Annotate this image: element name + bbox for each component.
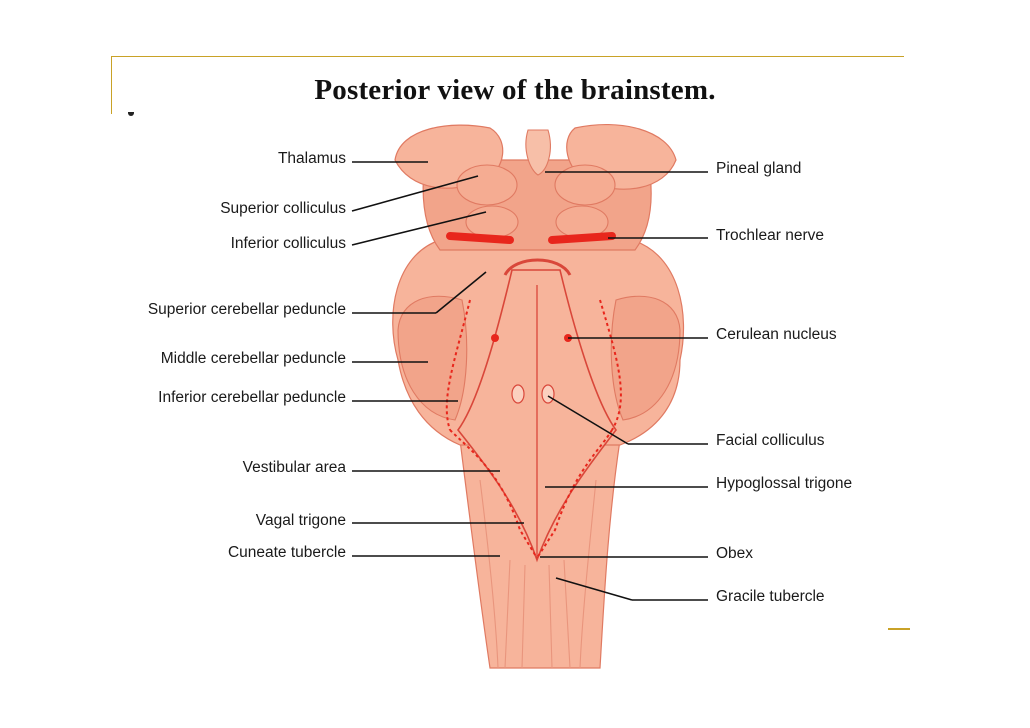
label-inferior-colliculus: Inferior colliculus bbox=[231, 235, 347, 252]
leader-inferior-colliculus bbox=[351, 211, 487, 246]
trochlear-nerve-left bbox=[446, 232, 514, 244]
slide-title: Posterior view of the brainstem. bbox=[314, 74, 716, 106]
label-inferior-cerebellar-peduncle: Inferior cerebellar peduncle bbox=[158, 389, 346, 406]
tubercle-ridges bbox=[479, 479, 597, 669]
frame-left-line bbox=[111, 56, 112, 114]
label-gracile-tubercle: Gracile tubercle bbox=[716, 588, 825, 605]
dotted-side-right bbox=[599, 299, 622, 431]
label-trochlear-nerve: Trochlear nerve bbox=[716, 227, 824, 244]
leader-lines bbox=[351, 161, 708, 601]
cerulean-nucleus-left bbox=[491, 334, 499, 342]
leader-superior-cerebellar-peduncle-diag bbox=[435, 271, 487, 314]
leader-facial-colliculus-diag bbox=[547, 395, 629, 445]
label-obex: Obex bbox=[716, 545, 753, 562]
label-vestibular-area: Vestibular area bbox=[243, 459, 347, 476]
frame-top-line bbox=[111, 56, 904, 57]
facial-colliculus-left bbox=[511, 384, 525, 404]
label-cuneate-tubercle: Cuneate tubercle bbox=[228, 544, 346, 561]
leader-gracile-tubercle-diag bbox=[555, 577, 633, 601]
dotted-boundary-right bbox=[536, 429, 613, 559]
inferior-colliculus-left bbox=[465, 205, 519, 239]
label-pineal-gland: Pineal gland bbox=[716, 160, 801, 177]
label-cerulean-nucleus: Cerulean nucleus bbox=[716, 326, 837, 343]
facial-colliculus-right bbox=[541, 384, 555, 404]
frame-bottom-right-line bbox=[888, 628, 910, 630]
trochlear-nerve-right bbox=[548, 232, 616, 244]
label-hypoglossal-trigone: Hypoglossal trigone bbox=[716, 475, 852, 492]
superior-colliculus-left bbox=[456, 164, 518, 206]
slide-bullet bbox=[128, 112, 134, 116]
label-superior-colliculus: Superior colliculus bbox=[220, 200, 346, 217]
middle-cerebellar-peduncle-right bbox=[610, 295, 681, 421]
label-middle-cerebellar-peduncle: Middle cerebellar peduncle bbox=[161, 350, 346, 367]
middle-cerebellar-peduncle-left bbox=[397, 295, 468, 421]
label-facial-colliculus: Facial colliculus bbox=[716, 432, 825, 449]
brainstem-illustration bbox=[392, 123, 685, 669]
velum-arch bbox=[503, 258, 572, 276]
labels-left: Thalamus Superior colliculus Inferior co… bbox=[148, 150, 347, 561]
label-superior-cerebellar-peduncle: Superior cerebellar peduncle bbox=[148, 301, 346, 318]
label-thalamus: Thalamus bbox=[278, 150, 346, 167]
superior-colliculus-right bbox=[554, 164, 616, 206]
label-vagal-trigone: Vagal trigone bbox=[256, 512, 346, 529]
leader-superior-colliculus bbox=[351, 175, 479, 212]
dotted-side-left bbox=[445, 299, 471, 431]
pineal-gland bbox=[525, 129, 551, 176]
labels-right: Pineal gland Trochlear nerve Cerulean nu… bbox=[716, 160, 852, 605]
